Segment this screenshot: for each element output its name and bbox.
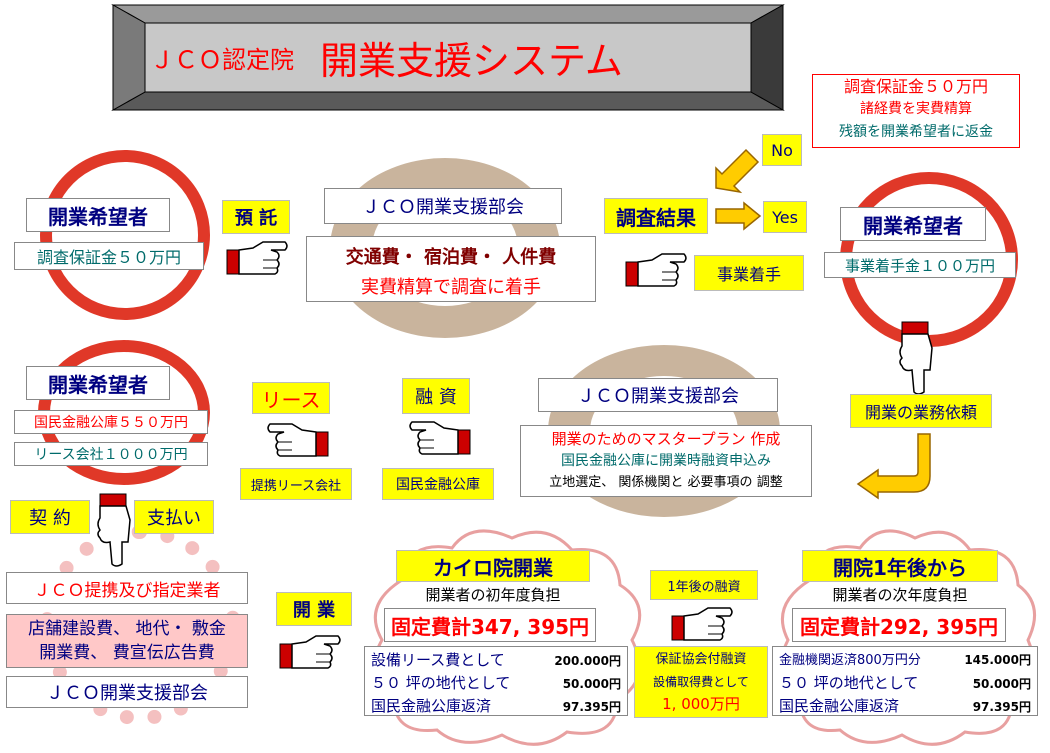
refund-line-3: 残額を開業希望者に返金 [839,124,993,140]
first-year-item-label: ５０ 坪の地代として [371,674,511,692]
loan-after-line-2: 設備取得費として [653,675,749,689]
deposit-left-top: 調査保証金５０万円 [14,242,204,270]
banner-prefix: ＪＣＯ認定院 [150,46,294,74]
applicant-title-left-mid: 開業希望者 [26,366,170,400]
second-year-item-label: ５０ 坪の地代として [779,674,919,692]
survey-line-2: 実費精算で調査に着手 [361,277,541,298]
red-ring-left-top [40,150,210,320]
first-year-title: カイロ院開業 [396,550,590,582]
yes-label: Yes [763,201,807,233]
no-label: No [762,134,802,166]
costs-box: 店舗建設費、 地代・ 敷金 開業費、 費宣伝広告費 [6,614,248,668]
applicant-title-left-top: 開業希望者 [26,198,170,232]
second-year-item-value: 145.000円 [964,653,1031,667]
loan-after-line-1: 保証協会付融資 [655,652,747,667]
request-label: 開業の業務依頼 [850,394,992,428]
plan-line-1: 開業のためのマスタープラン 作成 [551,430,781,448]
costs-line-1: 店舗建設費、 地代・ 敷金 [28,619,226,639]
first-year-total: 固定費計347, 395円 [384,608,596,642]
first-year-item-value: 50.000円 [562,677,621,691]
loan-after-amount: 1, 000万円 [662,695,740,713]
loan-after-box: 保証協会付融資 設備取得費として 1, 000万円 [634,646,768,718]
banner-main: 開業支援システム [320,39,623,83]
banner-title: ＪＣＯ認定院 開業支援システム [150,30,750,85]
costs-line-2: 開業費、 費宣伝広告費 [39,643,215,663]
arrow-yes-icon [715,201,762,231]
hand-point-left-icon [267,423,329,457]
plan-line-2: 国民金融公庫に開業時融資申込み [561,453,771,469]
second-year-item-value: 97.395円 [972,700,1031,714]
refund-box: 調査保証金５０万円 諸経費を実費精算 残額を開業希望者に返金 [812,74,1020,148]
open-label: 開 業 [276,592,352,626]
trust-label: 預 託 [222,200,290,234]
support-committee-title-mid: ＪＣＯ開業支援部会 [538,378,778,412]
first-year-item-label: 国民金融公庫返済 [371,697,492,715]
second-year-item-value: 50.000円 [972,677,1031,691]
second-year-sub: 開業者の次年度負担 [832,586,968,604]
first-year-item-row: 国民金融公庫返済 97.395円 [371,695,621,718]
second-year-total: 固定費計292, 395円 [792,608,1006,642]
second-year-items: 金融機関返済800万円分 145.000円 ５０ 坪の地代として 50.000円… [772,646,1038,716]
loan-national: 国民金融公庫５５０万円 [14,410,208,434]
finance-org: 国民金融公庫 [382,468,494,500]
lease-company: 提携リース会社 [240,468,352,500]
refund-line-2: 諸経費を実費精算 [860,101,972,117]
first-year-item-row: 設備リース費として 200.000円 [371,649,621,672]
second-year-item-label: 国民金融公庫返済 [779,697,900,715]
first-year-item-value: 97.395円 [562,700,621,714]
support-committee-bottom: ＪＣＯ開業支援部会 [6,676,248,708]
hand-point-left-icon-2 [409,421,471,455]
pay-label: 支払い [134,500,214,534]
banner-frame [111,4,785,111]
first-year-item-label: 設備リース費として [371,651,505,669]
first-year-item-value: 200.000円 [554,654,621,668]
survey-line-1: 交通費・ 宿泊費・ 人件費 [345,247,557,268]
arrow-no-icon [715,148,760,194]
vendor-box: ＪＣＯ提携及び指定業者 [6,572,248,604]
second-year-item-row: 金融機関返済800万円分 145.000円 [779,649,1031,672]
second-year-item-label: 金融機関返済800万円分 [779,653,921,668]
loan-lease: リース会社１０００万円 [14,442,208,466]
first-year-sub: 開業者の初年度負担 [425,586,561,604]
curved-arrow-icon [856,433,931,500]
hand-point-right-icon-4 [671,607,733,641]
hand-point-right-icon [226,241,288,275]
lease-label: リース [252,382,330,414]
first-year-items: 設備リース費として 200.000円 ５０ 坪の地代として 50.000円 国民… [364,646,628,716]
survey-cost-box: 交通費・ 宿泊費・ 人件費 実費精算で調査に着手 [306,236,596,302]
result-label: 調査結果 [604,198,708,234]
plan-line-3: 立地選定、 関係機関と 必要事項の 調整 [549,475,783,490]
plan-box: 開業のためのマスタープラン 作成 国民金融公庫に開業時融資申込み 立地選定、 関… [520,425,812,497]
second-year-item-row: 国民金融公庫返済 97.395円 [779,695,1031,718]
support-committee-title-top: ＪＣＯ開業支援部会 [324,188,562,224]
hand-point-right-icon-2 [625,253,687,287]
second-year-item-row: ５０ 坪の地代として 50.000円 [779,672,1031,695]
finance-label: 融 資 [402,378,470,414]
refund-line-1: 調査保証金５０万円 [843,77,988,96]
contract-label: 契 約 [10,500,90,534]
hand-point-down-icon [899,321,933,395]
start-label: 事業着手 [694,255,804,291]
applicant-title-right-top: 開業希望者 [840,207,986,241]
hand-point-right-icon-3 [279,635,341,669]
hand-point-down-icon-2 [97,493,131,567]
second-year-title: 開院1年後から [802,550,998,582]
first-year-item-row: ５０ 坪の地代として 50.000円 [371,672,621,695]
loan-after-title: 1年後の融資 [650,570,758,600]
start-fee-right-top: 事業着手金１００万円 [824,252,1016,278]
